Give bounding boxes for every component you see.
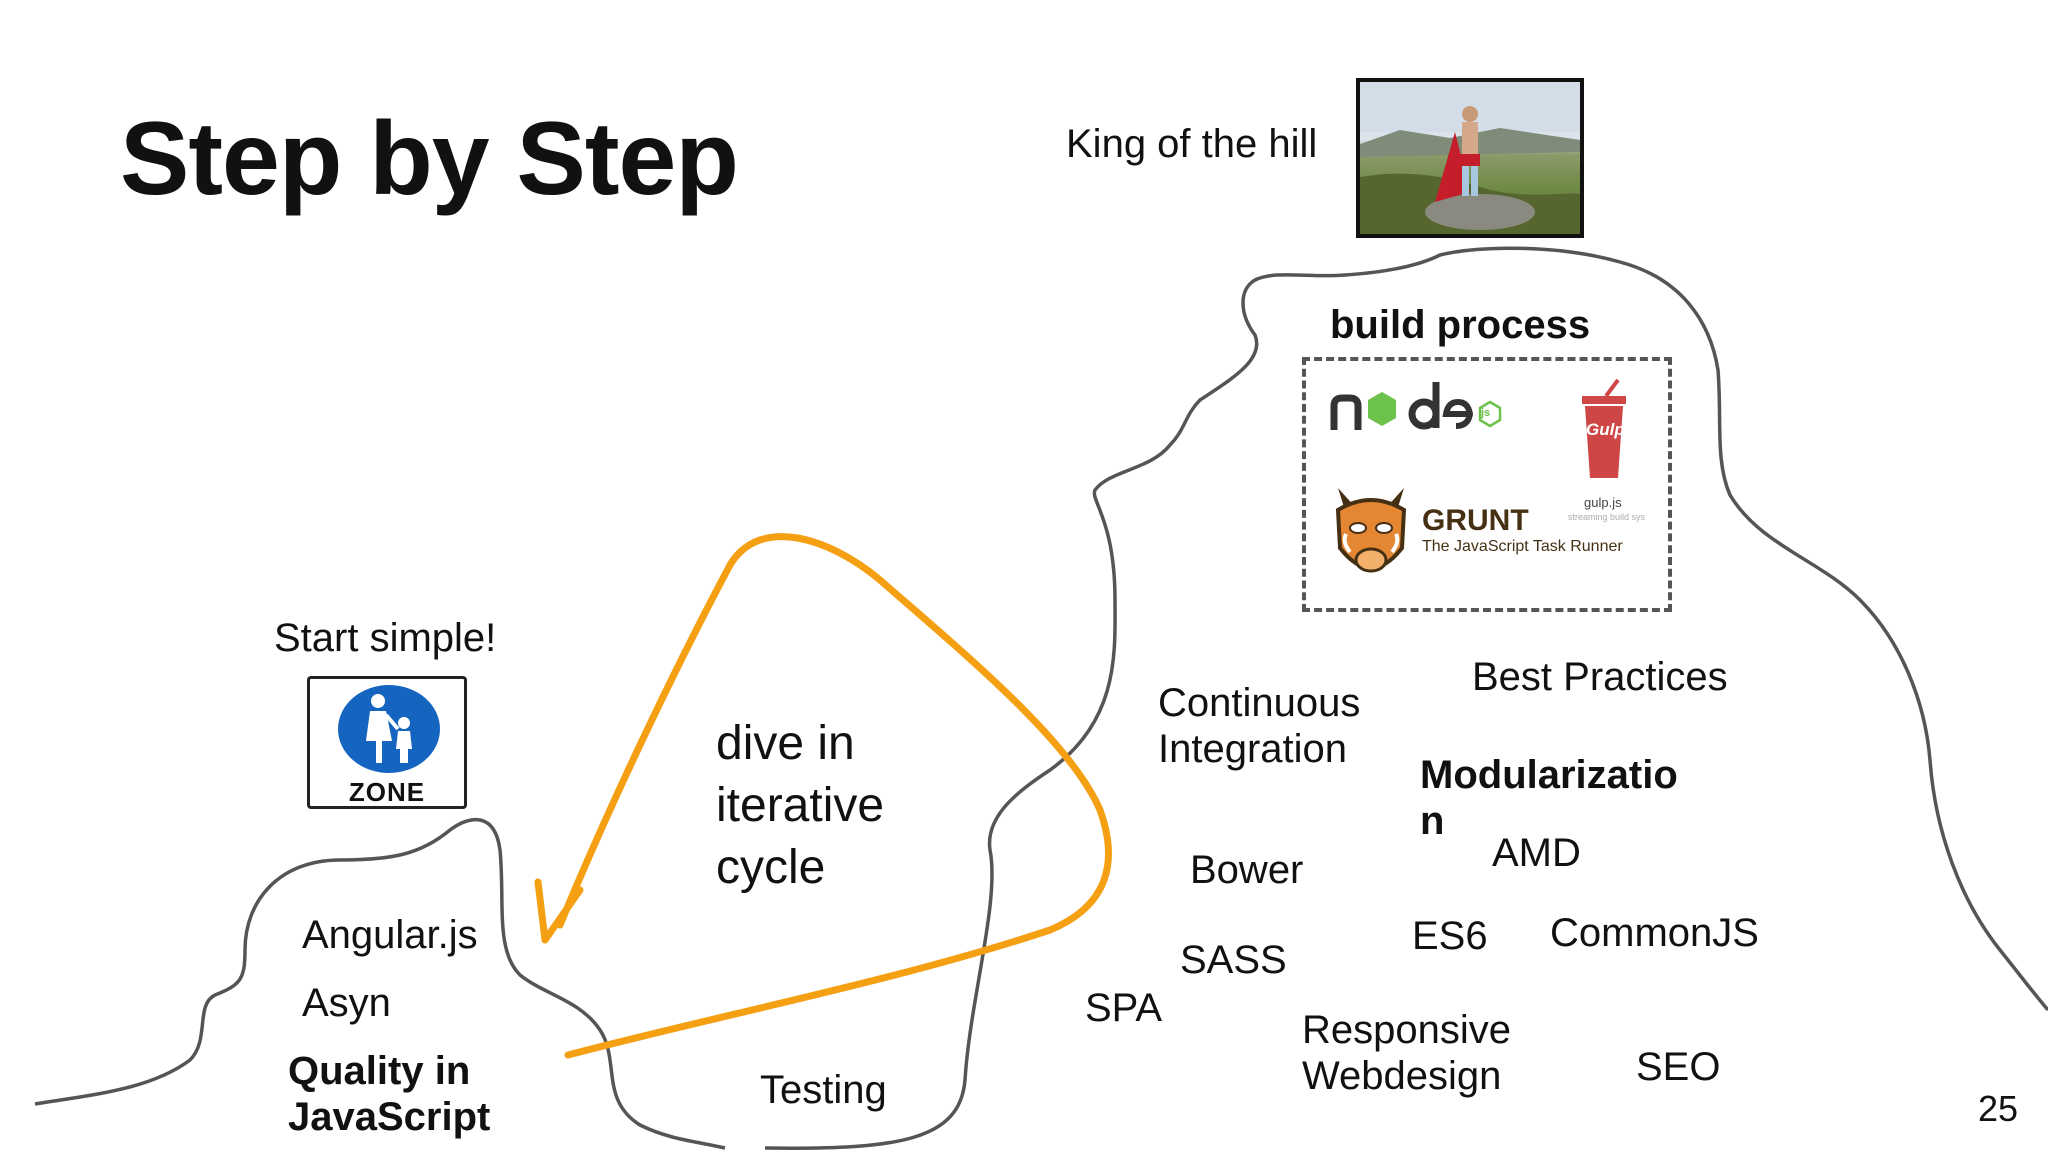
grunt-boar-icon [1335, 488, 1407, 573]
topic-quality: Quality in JavaScript [288, 1049, 491, 1139]
topic-asyn: Asyn [302, 981, 391, 1025]
cycle-arrow [556, 533, 1112, 1059]
gulp-logo-word: Gulp [1586, 420, 1625, 439]
topic-sass: SASS [1180, 938, 1287, 982]
king-photo-figure [1360, 82, 1580, 234]
topic-amd: AMD [1492, 831, 1581, 875]
pedestrian-zone-sign: ZONE [307, 676, 467, 809]
node-logo: js [1330, 378, 1510, 443]
gulp-name: gulp.js [1584, 495, 1622, 510]
build-process-heading: build process [1330, 303, 1591, 347]
topic-continuous-integration: Continuous Integration [1158, 681, 1361, 771]
topic-seo: SEO [1636, 1045, 1721, 1089]
topic-es6: ES6 [1412, 914, 1488, 958]
grunt-name: GRUNT [1422, 504, 1529, 537]
gulp-cup-icon [1582, 378, 1626, 478]
pedestrian-circle [338, 685, 440, 773]
zone-label: ZONE [348, 777, 426, 807]
small-hill-outline [34, 817, 726, 1150]
king-caption: King of the hill [1066, 122, 1318, 166]
big-hill-outline [764, 246, 2048, 1150]
node-logo-mark [1330, 382, 1502, 430]
pedestrian-icon [366, 694, 412, 763]
grunt-logo [1330, 480, 1412, 595]
node-badge-text: js [1481, 407, 1491, 419]
build-tools-box [1302, 357, 1672, 612]
cycle-text: dive in iterative cycle [716, 717, 885, 894]
gulp-tagline: streaming build sys [1568, 512, 1646, 522]
topic-spa: SPA [1085, 986, 1163, 1030]
topic-angular: Angular.js [302, 913, 478, 957]
topic-modularization: Modularizatio n [1420, 753, 1678, 843]
page-number: 25 [1978, 1088, 2019, 1129]
topic-best-practices: Best Practices [1472, 655, 1728, 699]
topic-bower: Bower [1190, 848, 1304, 892]
grunt-tagline: The JavaScript Task Runner [1422, 538, 1623, 555]
start-caption: Start simple! [274, 616, 497, 660]
topic-responsive: Responsive Webdesign [1302, 1008, 1512, 1098]
king-photo [1356, 78, 1584, 238]
slide-title: Step by Step [120, 101, 739, 217]
gulp-logo: Gulp [1580, 378, 1630, 488]
topic-commonjs: CommonJS [1550, 911, 1759, 955]
cycle-arrowhead [534, 878, 584, 944]
topic-testing: Testing [760, 1068, 887, 1112]
